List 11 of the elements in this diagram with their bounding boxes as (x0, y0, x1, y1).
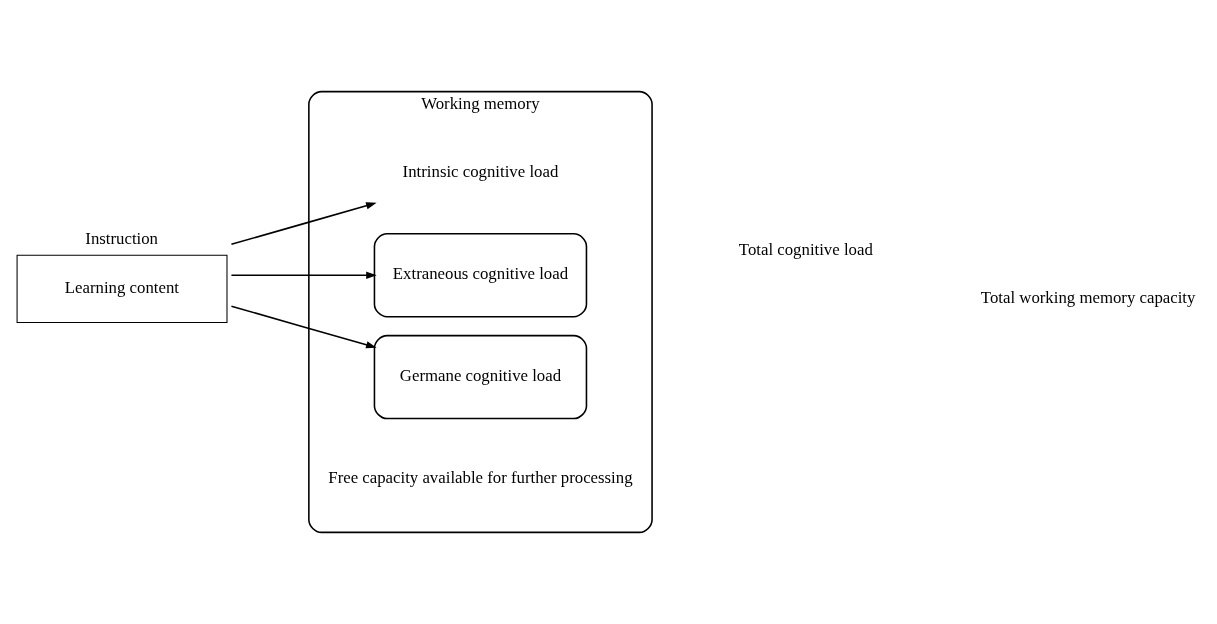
node-box: Learning content (16, 254, 228, 324)
node-text: Intrinsic cognitive load (402, 162, 559, 182)
label: Total working memory capacity (980, 288, 1196, 308)
arrow (230, 271, 377, 279)
node-box: Germane cognitive load (373, 334, 588, 420)
node-text: Free capacity available for further processing (328, 467, 633, 487)
label: Total cognitive load (738, 240, 873, 260)
arrow (230, 202, 377, 246)
arrow (230, 305, 377, 349)
node-label: Instruction (85, 228, 159, 248)
node-box: Extraneous cognitive load (373, 233, 588, 318)
